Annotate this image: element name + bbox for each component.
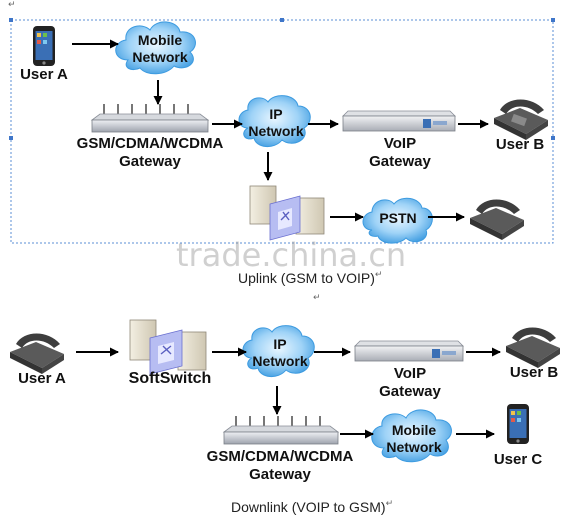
return-mark: ↵ <box>8 0 16 10</box>
caption-text: Uplink (GSM to VOIP) <box>238 270 375 286</box>
voip-gateway-label: VoIP Gateway <box>360 365 460 401</box>
cloud-text-line: IP <box>273 336 287 352</box>
voip-gateway-device <box>354 340 464 362</box>
label-line: VoIP <box>383 135 417 152</box>
user-a-label: User A <box>18 370 66 387</box>
cloud-text-line: Network <box>386 439 442 455</box>
ip-network-label: IP Network <box>244 336 316 370</box>
desk-phone-icon <box>10 333 64 374</box>
label-line: Gateway <box>379 383 441 400</box>
mobile-network-cloud <box>115 21 196 75</box>
user-b-label: User B <box>509 364 559 381</box>
voip-gateway-device <box>342 110 456 132</box>
user-c-label: User C <box>493 451 543 468</box>
voip-gateway-label: VoIP Gateway <box>350 135 450 171</box>
softswitch-server-icon <box>129 319 207 375</box>
uplink-caption: Uplink (GSM to VOIP)↵ <box>238 270 382 286</box>
ip-network-label: IP Network <box>240 106 312 140</box>
mobile-network-label: Mobile Network <box>124 32 196 66</box>
mobile-phone-icon <box>507 404 529 444</box>
cloud-text-line: Network <box>248 123 304 139</box>
desk-phone-icon <box>506 327 560 368</box>
gsm-gateway-label: GSM/CDMA/WCDMA Gateway <box>190 448 370 484</box>
cloud-text-line: Network <box>252 353 308 369</box>
desk-phone-icon <box>470 199 524 240</box>
return-mark: ↵ <box>385 499 394 509</box>
mobile-phone-icon <box>33 26 55 66</box>
connection-arrows <box>76 347 501 439</box>
cloud-text-line: Network <box>132 49 188 65</box>
label-line: Gateway <box>249 466 311 483</box>
ip-network-cloud <box>238 95 311 147</box>
gsm-gateway-device <box>222 416 340 445</box>
connection-arrows <box>72 39 489 222</box>
label-line: GSM/CDMA/WCDMA <box>76 135 224 152</box>
caption-text: Downlink (VOIP to GSM) <box>231 499 386 515</box>
return-mark: ↵ <box>313 293 321 303</box>
watermark-text: trade.china.cn <box>176 236 407 274</box>
label-line: VoIP <box>393 365 427 382</box>
cloud-text-line: IP <box>269 106 283 122</box>
desk-phone-icon <box>494 99 548 140</box>
selection-frame <box>9 18 555 244</box>
mobile-network-label: Mobile Network <box>376 422 452 456</box>
gsm-gateway-device <box>90 104 210 133</box>
ip-network-cloud <box>242 325 315 377</box>
user-b-label: User B <box>495 136 545 153</box>
user-a-label: User A <box>20 66 68 83</box>
cloud-text-line: Mobile <box>391 422 437 438</box>
pstn-label: PSTN <box>379 210 417 226</box>
downlink-caption: Downlink (VOIP to GSM)↵ <box>231 499 393 515</box>
cloud-text-line: Mobile <box>137 32 183 48</box>
softswitch-label: SoftSwitch <box>128 370 212 387</box>
mobile-network-cloud <box>371 409 452 463</box>
label-line: Gateway <box>119 153 181 170</box>
label-line: Gateway <box>369 153 431 170</box>
label-line: GSM/CDMA/WCDMA <box>206 448 354 465</box>
gsm-gateway-label: GSM/CDMA/WCDMA Gateway <box>60 135 240 171</box>
return-mark: ↵ <box>374 270 383 280</box>
softswitch-server-icon <box>249 185 325 241</box>
